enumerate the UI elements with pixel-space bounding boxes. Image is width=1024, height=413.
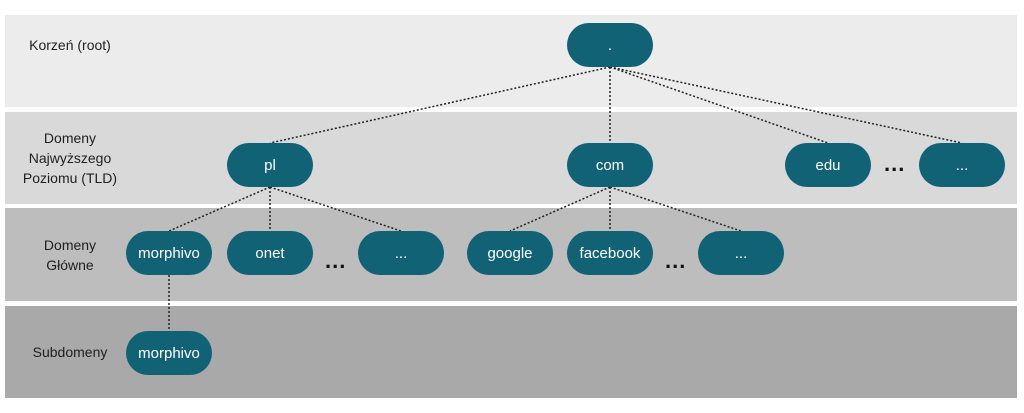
edge-root-tld-more: [609, 66, 963, 144]
node-tld-edu: edu: [785, 143, 871, 187]
band-root: Korzeń (root): [5, 15, 1017, 107]
node-onet: onet: [227, 231, 313, 275]
band-label-subdomains: Subdomeny: [32, 344, 108, 360]
node-pl-more: ...: [358, 231, 444, 275]
band-label-root: Korzeń (root): [29, 37, 111, 53]
ellipsis-pl-children: ...: [325, 248, 347, 273]
node-tld-more: ...: [919, 143, 1005, 187]
node-google: google: [467, 231, 553, 275]
node-sub-morphivo: morphivo: [126, 331, 212, 375]
node-facebook: facebook: [567, 231, 653, 275]
band-label-tld: Domeny Najwyższego Poziomu (TLD): [22, 130, 118, 186]
node-root: .: [567, 23, 653, 67]
node-tld-pl: pl: [227, 143, 313, 187]
edge-pl-morphivo: [168, 186, 271, 232]
node-tld-com: com: [567, 143, 653, 187]
band-tld: Domeny Najwyższego Poziomu (TLD): [5, 112, 1017, 204]
node-com-more: ...: [698, 231, 784, 275]
edge-root-pl: [269, 66, 611, 144]
node-morphivo: morphivo: [126, 231, 212, 275]
ellipsis-com-children: ...: [665, 248, 687, 273]
band-label-main-domains: Domeny Główne: [43, 236, 97, 273]
edge-root-edu: [609, 66, 829, 144]
edge-pl-more: [269, 186, 402, 232]
ellipsis-tld: ...: [884, 151, 906, 176]
edge-com-google: [509, 186, 611, 232]
edge-com-more: [609, 186, 742, 232]
